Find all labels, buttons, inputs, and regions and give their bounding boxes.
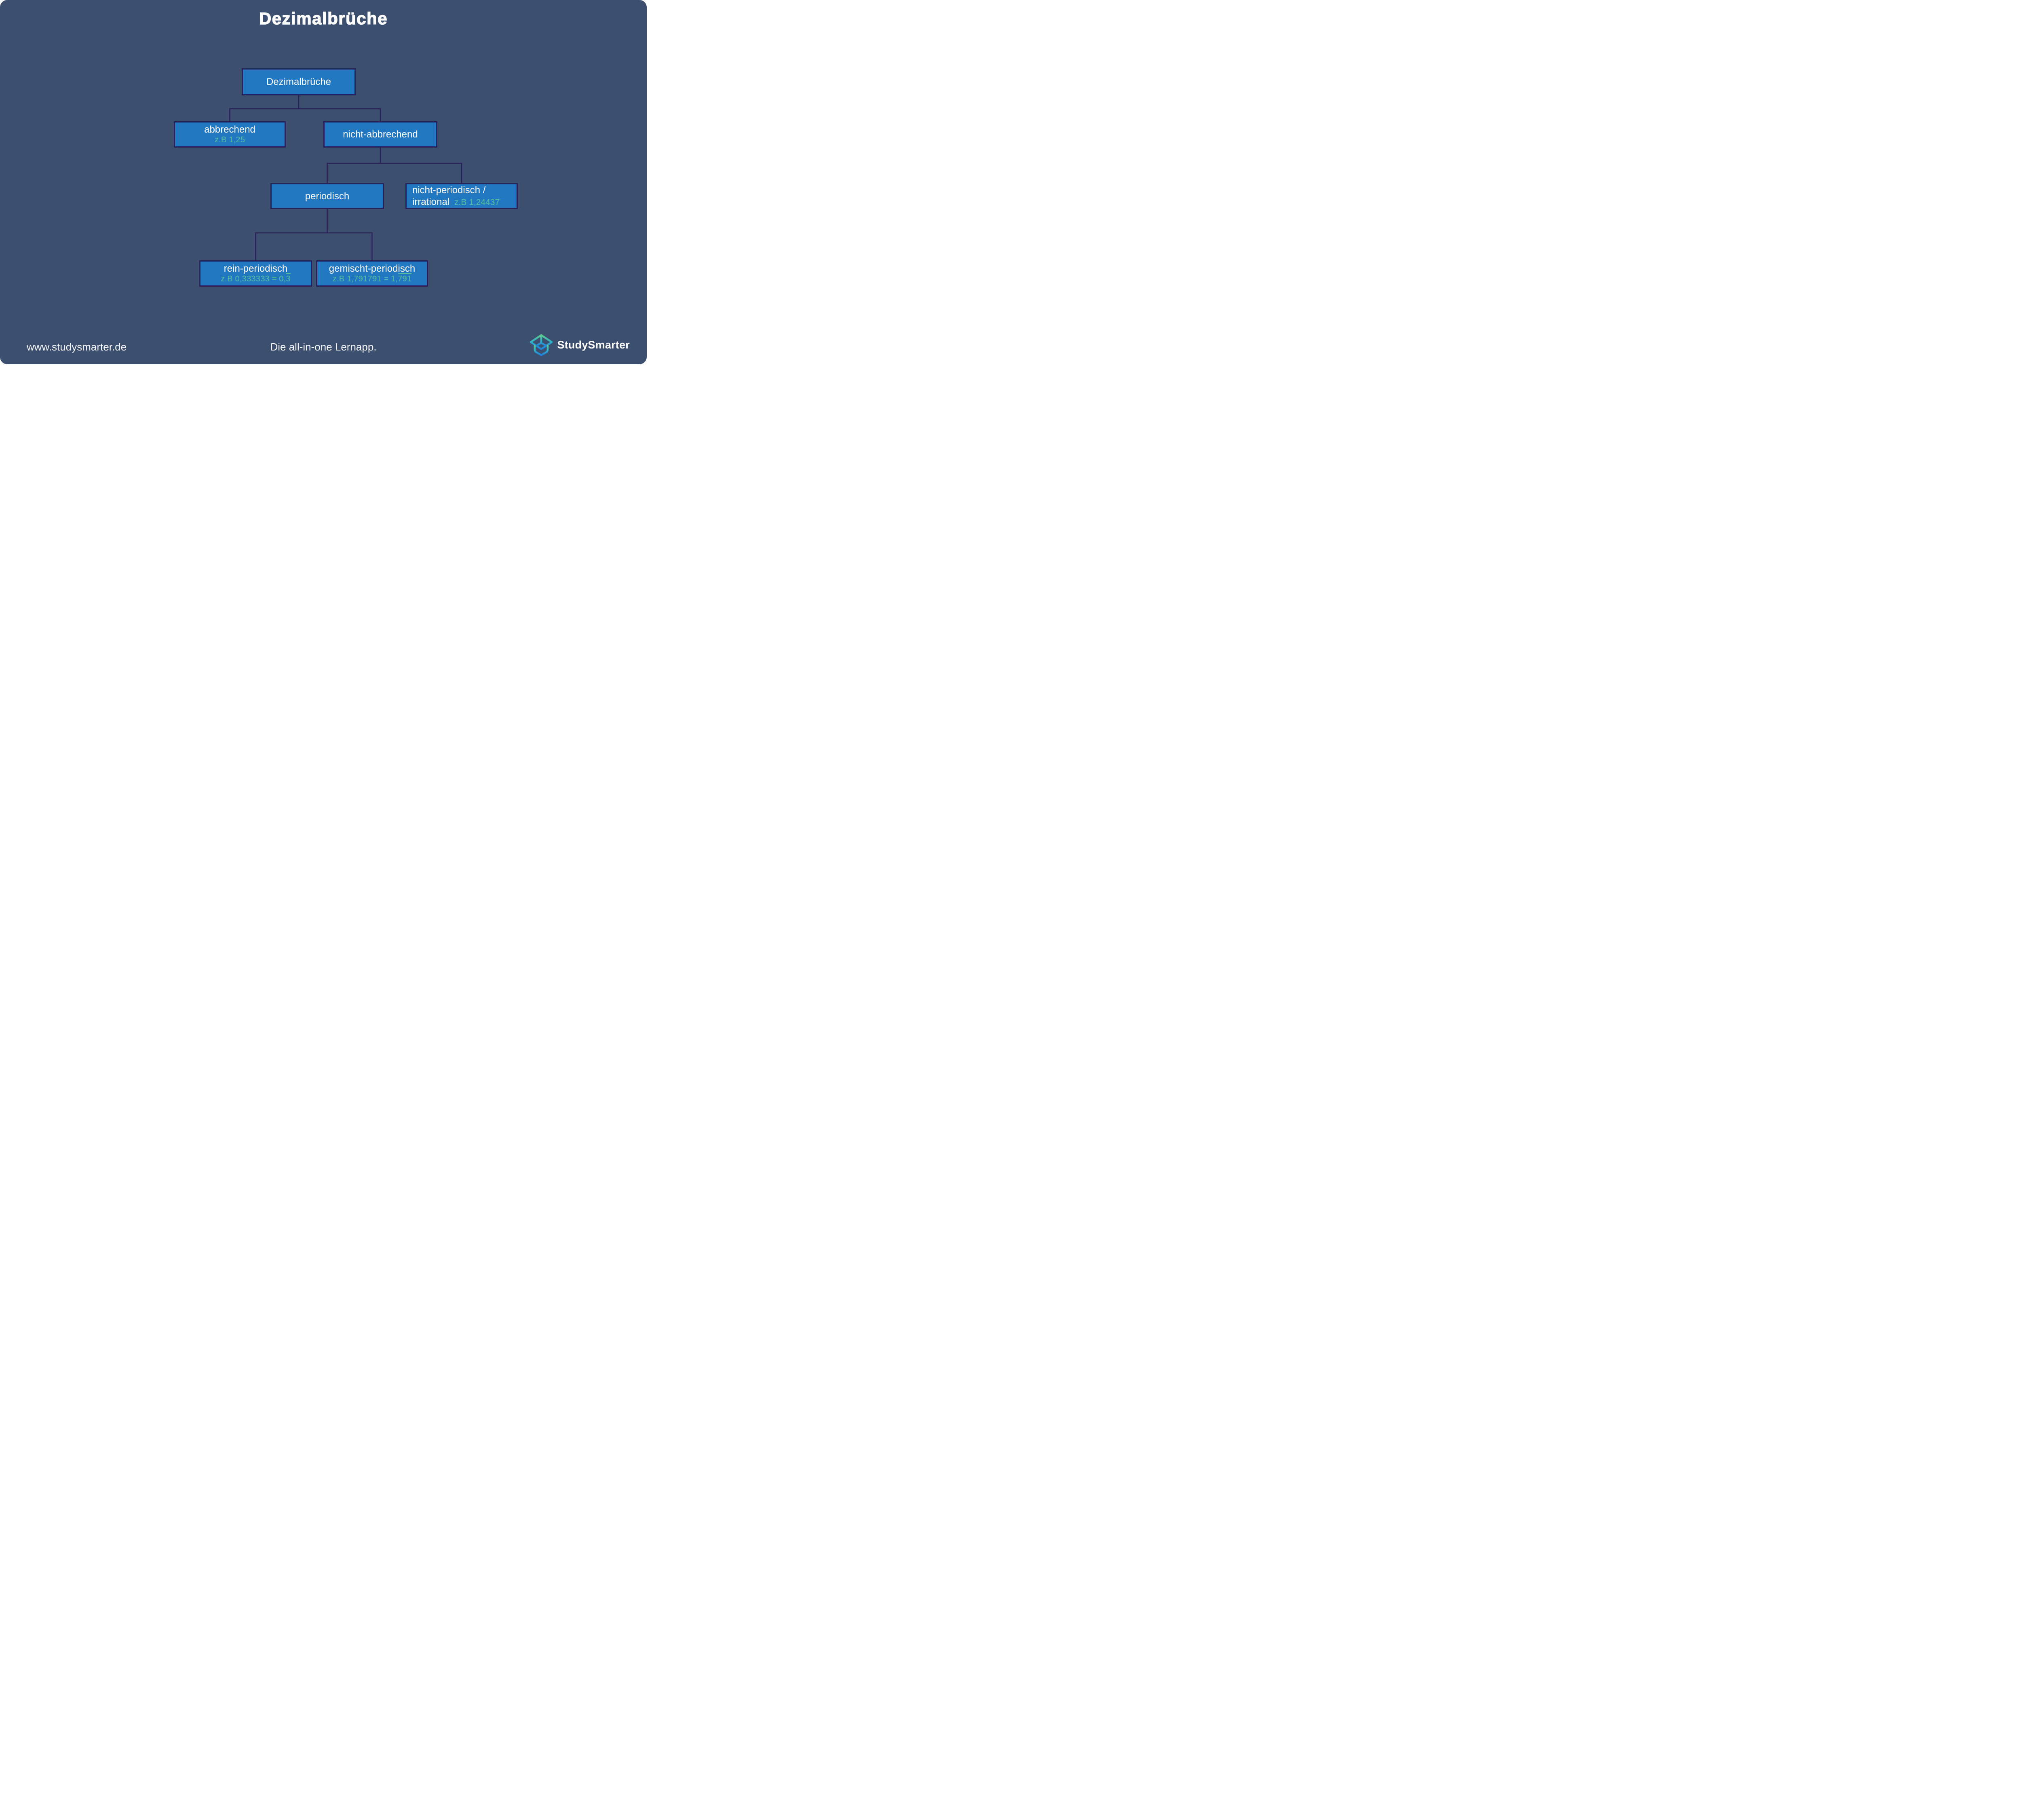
node-periodisch: periodisch bbox=[270, 183, 384, 209]
node-label: gemischt-periodisch bbox=[329, 263, 416, 274]
node-label: abbrechend bbox=[204, 124, 255, 135]
node-example: z.B 0,333333 = 0,3 bbox=[221, 274, 291, 283]
node-example: z.B 1,25 bbox=[214, 135, 245, 144]
node-nicht-abbrechend: nicht-abbrechend bbox=[323, 121, 437, 148]
node-label: nicht-abbrechend bbox=[343, 129, 418, 140]
footer-website: www.studysmarter.de bbox=[27, 341, 127, 353]
node-label-line1: nicht-periodisch / bbox=[412, 184, 486, 196]
brand-logo: StudySmarter bbox=[529, 333, 630, 357]
node-abbrechend: abbrechend z.B 1,25 bbox=[174, 121, 286, 148]
node-example: z.B 1,24437 bbox=[454, 197, 500, 207]
periodic-overline: 791 bbox=[398, 274, 412, 283]
node-label: rein-periodisch bbox=[224, 263, 288, 274]
infographic-card: Dezimalbrüche Dezimalbrüche abbrechend z… bbox=[0, 0, 647, 364]
node-example: z.B 1,791791 = 1,791 bbox=[332, 274, 412, 283]
page-title: Dezimalbrüche bbox=[259, 8, 388, 28]
node-rein-periodisch: rein-periodisch z.B 0,333333 = 0,3 bbox=[199, 260, 312, 287]
graduation-cap-icon bbox=[530, 334, 553, 356]
periodic-overline: 3 bbox=[286, 274, 291, 283]
node-label: Dezimalbrüche bbox=[266, 76, 331, 87]
node-label: periodisch bbox=[305, 190, 350, 202]
footer-tagline: Die all-in-one Lernapp. bbox=[270, 341, 377, 353]
brand-name: StudySmarter bbox=[557, 338, 630, 351]
node-dezimalbrueche: Dezimalbrüche bbox=[242, 68, 356, 95]
tree-connectors bbox=[229, 95, 462, 260]
node-gemischt-periodisch: gemischt-periodisch z.B 1,791791 = 1,791 bbox=[316, 260, 428, 287]
